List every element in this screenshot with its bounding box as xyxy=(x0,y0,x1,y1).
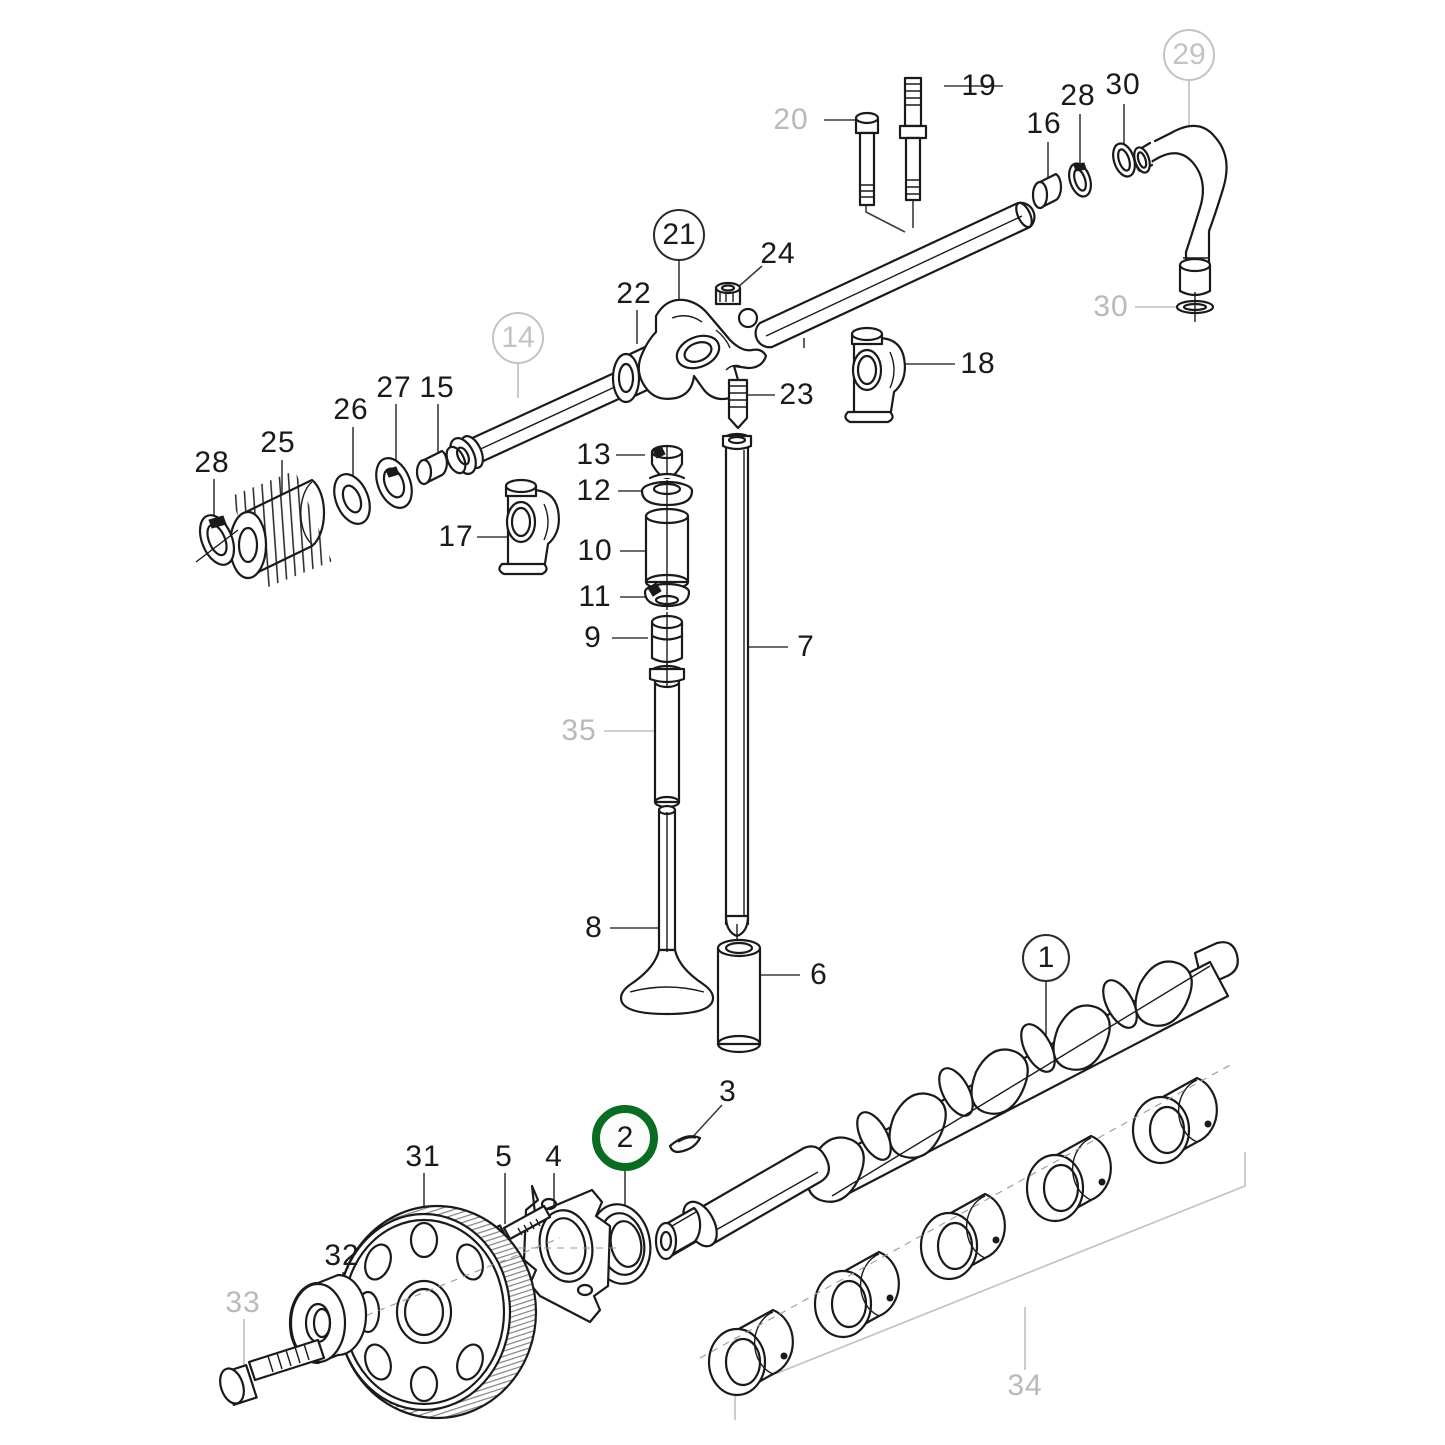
part-number-label-25: 25 xyxy=(260,426,296,459)
camshaft-snout xyxy=(654,1145,831,1261)
part-number-label-4: 4 xyxy=(545,1140,563,1173)
bolt-19 xyxy=(898,76,928,202)
part-number-label-28: 28 xyxy=(194,446,230,479)
part-number-label-22: 22 xyxy=(616,277,652,310)
spring-25 xyxy=(228,470,332,588)
clip-28-left xyxy=(195,514,239,566)
part-number-label-33: 33 xyxy=(225,1286,261,1319)
adjuster-24 xyxy=(714,281,742,306)
cam-lobes xyxy=(806,960,1193,1203)
spring-seat-11 xyxy=(643,582,691,610)
part-number-label-19: 19 xyxy=(961,69,997,102)
tube-29 xyxy=(1133,124,1228,297)
seal-housing-4 xyxy=(518,1184,616,1324)
callout-circle-2-highlighted[interactable]: 2 xyxy=(592,1105,658,1171)
pedestal-18 xyxy=(803,326,906,424)
bushing-16 xyxy=(1031,172,1063,210)
part-number-label-12: 12 xyxy=(576,474,612,507)
part-number-label-35: 35 xyxy=(561,714,597,747)
valve-8 xyxy=(619,804,715,1016)
spacer-15 xyxy=(415,449,448,486)
tappet-6 xyxy=(716,924,762,1054)
pushrod-7 xyxy=(721,432,753,938)
part-number-label-16: 16 xyxy=(1026,107,1062,140)
part-number-label-10: 10 xyxy=(577,534,613,567)
callout-circle-14[interactable]: 14 xyxy=(492,312,544,364)
washer-26 xyxy=(333,473,371,525)
part-number-label-7: 7 xyxy=(797,630,815,663)
valve-spring-10 xyxy=(644,507,690,591)
part-number-label-6: 6 xyxy=(810,958,828,991)
part-number-label-30: 30 xyxy=(1105,68,1141,101)
part-number-label-26: 26 xyxy=(333,393,369,426)
woodruff-key-3 xyxy=(668,1135,702,1154)
valve-seal-9 xyxy=(650,612,684,668)
valve-guide-35 xyxy=(648,662,686,809)
part-number-label-18: 18 xyxy=(960,347,996,380)
part-number-label-24: 24 xyxy=(760,237,796,270)
part-number-label-20: 20 xyxy=(773,103,809,136)
part-number-label-13: 13 xyxy=(576,438,612,471)
bearing-shell xyxy=(813,1250,900,1339)
part-number-label-28: 28 xyxy=(1060,79,1096,112)
bolt-33 xyxy=(219,1338,326,1406)
bolt-20 xyxy=(854,111,880,207)
camshaft-1 xyxy=(654,941,1239,1261)
part-number-label-11: 11 xyxy=(578,580,612,613)
callout-circle-21[interactable]: 21 xyxy=(653,209,705,261)
part-number-label-8: 8 xyxy=(585,911,603,944)
part-number-label-27: 27 xyxy=(376,371,412,404)
part-number-label-30: 30 xyxy=(1093,290,1129,323)
part-number-label-31: 31 xyxy=(405,1140,441,1173)
part-number-label-17: 17 xyxy=(438,520,474,553)
part-number-label-5: 5 xyxy=(495,1140,513,1173)
pedestal-17 xyxy=(498,478,560,576)
collet-13 xyxy=(650,444,684,480)
washer-27 xyxy=(375,457,413,509)
washer-32 xyxy=(288,1273,368,1365)
callout-circle-29[interactable]: 29 xyxy=(1163,29,1215,81)
valve-assembly xyxy=(619,432,762,1054)
part-number-label-15: 15 xyxy=(419,371,455,404)
bearing-shell xyxy=(707,1308,794,1397)
bearing-shell xyxy=(1131,1076,1218,1165)
bearing-shell xyxy=(1025,1134,1112,1223)
bearing-shell xyxy=(919,1192,1006,1281)
callout-circle-1[interactable]: 1 xyxy=(1022,934,1070,982)
clip-28-right xyxy=(1068,162,1092,198)
rocker-arm-21 xyxy=(637,298,768,401)
part-number-label-9: 9 xyxy=(584,621,602,654)
retainer-12 xyxy=(640,472,694,510)
camshaft-gear-31 xyxy=(329,1204,561,1420)
part-number-label-34: 34 xyxy=(1007,1369,1043,1402)
screw-23 xyxy=(727,378,749,430)
part-number-label-23: 23 xyxy=(779,378,815,411)
part-number-label-32: 32 xyxy=(324,1239,360,1272)
part-number-label-3: 3 xyxy=(719,1075,737,1108)
rocker-shaft-assembly xyxy=(195,76,1228,588)
oring-30-lower xyxy=(1175,292,1215,322)
camshaft-bearings-34 xyxy=(699,1063,1233,1397)
